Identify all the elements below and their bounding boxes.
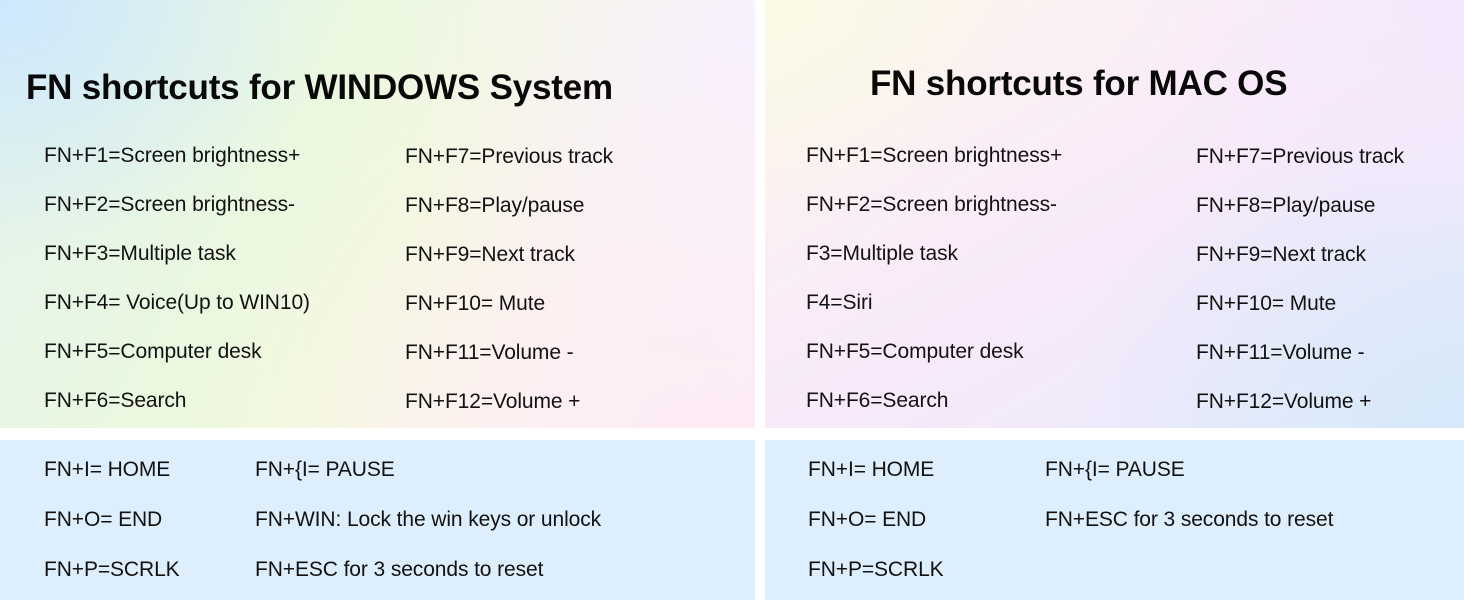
shortcut-row: FN+ESC for 3 seconds to reset	[1045, 508, 1334, 531]
windows-extra-keys-panel	[0, 440, 755, 600]
mac-function-keys-right-column: FN+F7=Previous track FN+F8=Play/pause FN…	[1196, 145, 1404, 414]
shortcut-row: FN+F12=Volume +	[405, 390, 581, 413]
shortcut-row: FN+F5=Computer desk	[806, 340, 1024, 363]
shortcut-row: FN+F10= Mute	[405, 292, 546, 315]
shortcut-row: FN+F5=Computer desk	[44, 340, 262, 363]
shortcut-row: F4=Siri	[806, 291, 873, 314]
shortcut-row: FN+ESC for 3 seconds to reset	[255, 558, 544, 581]
windows-extra-keys-left-column: FN+I= HOME FN+O= END FN+P=SCRLK	[44, 458, 180, 582]
windows-function-keys-left-column: FN+F1=Screen brightness+ FN+F2=Screen br…	[44, 144, 310, 413]
windows-section-title: FN shortcuts for WINDOWS System	[26, 68, 613, 107]
shortcut-row: FN+F12=Volume +	[1196, 390, 1372, 413]
shortcut-row: FN+F7=Previous track	[1196, 145, 1405, 168]
shortcut-row: FN+I= HOME	[44, 458, 171, 481]
shortcut-row: FN+F10= Mute	[1196, 292, 1337, 315]
shortcut-row: FN+F9=Next track	[405, 243, 575, 266]
shortcut-row: FN+F1=Screen brightness+	[44, 144, 301, 167]
mac-extra-keys-panel	[765, 440, 1464, 600]
shortcut-row: FN+F8=Play/pause	[1196, 194, 1376, 217]
shortcut-row: FN+F6=Search	[806, 389, 949, 412]
shortcut-row: FN+WIN: Lock the win keys or unlock	[255, 508, 602, 531]
mac-extra-keys-right-column: FN+{I= PAUSE FN+ESC for 3 seconds to res…	[1045, 458, 1333, 532]
shortcut-row: FN+O= END	[44, 508, 163, 531]
mac-function-keys-left-column: FN+F1=Screen brightness+ FN+F2=Screen br…	[806, 144, 1062, 413]
mac-function-key-panel	[765, 0, 1464, 428]
shortcut-row: FN+I= HOME	[808, 458, 935, 481]
mac-section-title: FN shortcuts for MAC OS	[870, 64, 1288, 103]
windows-extra-keys-right-column: FN+{I= PAUSE FN+WIN: Lock the win keys o…	[255, 458, 601, 582]
shortcut-row: FN+P=SCRLK	[808, 558, 944, 581]
shortcut-row: FN+F7=Previous track	[405, 145, 614, 168]
shortcut-row: FN+F2=Screen brightness-	[44, 193, 295, 216]
shortcut-row: FN+F11=Volume -	[405, 341, 574, 364]
shortcut-row: FN+F4= Voice(Up to WIN10)	[44, 291, 310, 314]
shortcut-row: FN+F2=Screen brightness-	[806, 193, 1057, 216]
shortcut-row: F3=Multiple task	[806, 242, 958, 265]
windows-function-keys-right-column: FN+F7=Previous track FN+F8=Play/pause FN…	[405, 145, 613, 414]
shortcut-row: FN+F6=Search	[44, 389, 187, 412]
shortcut-row: FN+F8=Play/pause	[405, 194, 585, 217]
shortcut-row: FN+F11=Volume -	[1196, 341, 1365, 364]
mac-extra-keys-left-column: FN+I= HOME FN+O= END FN+P=SCRLK	[808, 458, 944, 582]
shortcut-row: FN+{I= PAUSE	[255, 458, 395, 481]
shortcut-row: FN+F3=Multiple task	[44, 242, 236, 265]
shortcut-row: FN+F9=Next track	[1196, 243, 1366, 266]
shortcut-row: FN+F1=Screen brightness+	[806, 144, 1063, 167]
shortcut-row: FN+O= END	[808, 508, 927, 531]
shortcut-row: FN+{I= PAUSE	[1045, 458, 1185, 481]
shortcut-row: FN+P=SCRLK	[44, 558, 180, 581]
windows-function-key-panel	[0, 0, 755, 428]
